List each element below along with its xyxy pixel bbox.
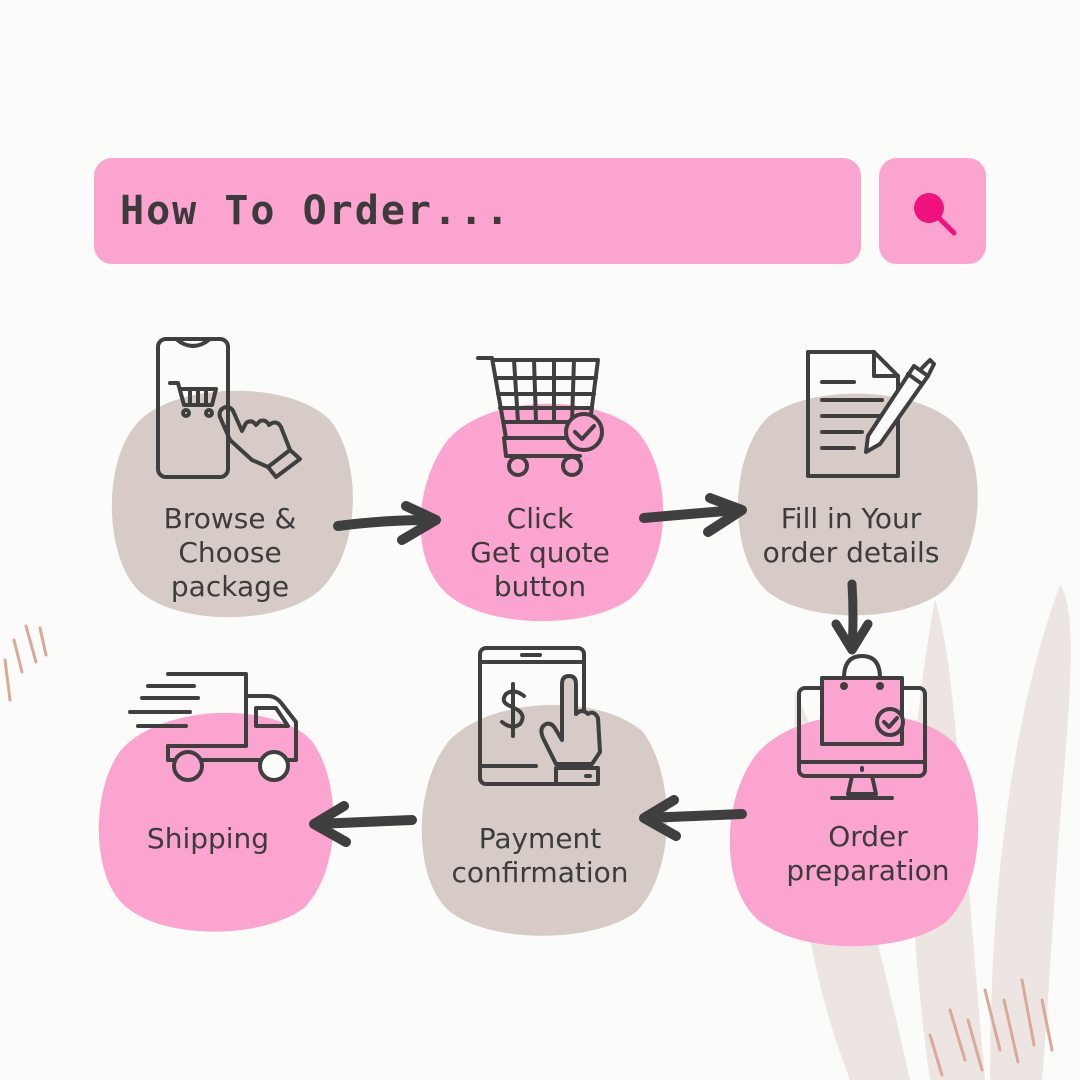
step-6-label: Shipping bbox=[116, 822, 300, 856]
step-1-label: Browse & Choose package bbox=[130, 502, 330, 604]
step-5-label: Payment confirmation bbox=[430, 822, 650, 890]
step-2-label: Click Get quote button bbox=[440, 502, 640, 604]
document-pen-icon bbox=[802, 348, 936, 483]
shopping-cart-check-icon bbox=[476, 352, 608, 482]
arrow-step5-to-step6 bbox=[306, 798, 418, 848]
search-input[interactable]: How To Order... bbox=[94, 158, 861, 264]
monitor-shopping-bag-icon bbox=[794, 652, 929, 804]
arrow-step4-to-step5 bbox=[636, 792, 748, 842]
step-3-label: Fill in Your order details bbox=[740, 502, 962, 570]
search-button[interactable] bbox=[879, 158, 986, 264]
step-4-label: Order preparation bbox=[762, 820, 974, 888]
search-query-text: How To Order... bbox=[120, 188, 511, 234]
arrow-step1-to-step2 bbox=[332, 498, 444, 550]
tablet-dollar-payment-icon bbox=[476, 644, 606, 789]
arrow-step2-to-step3 bbox=[638, 492, 750, 544]
delivery-truck-icon bbox=[128, 670, 304, 786]
arrow-step3-to-step4 bbox=[826, 578, 878, 658]
search-icon bbox=[905, 184, 961, 240]
phone-shopping-cart-icon bbox=[150, 335, 305, 485]
